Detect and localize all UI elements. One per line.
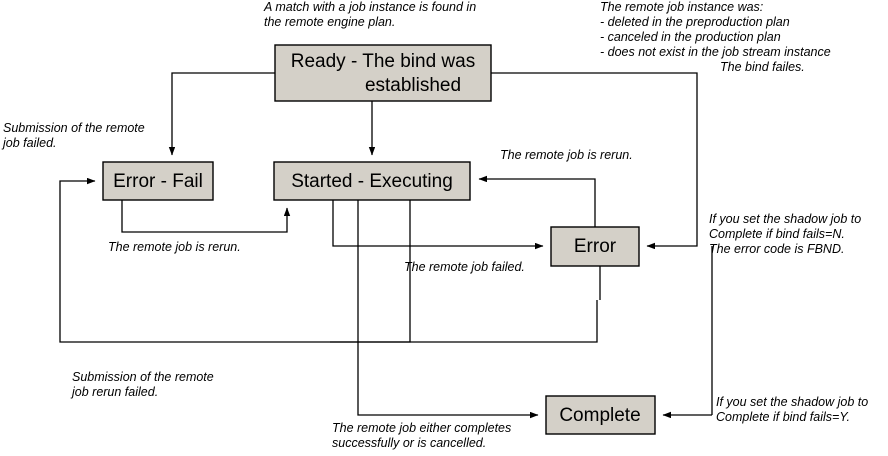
transition-edges (59, 72, 713, 419)
annotation-match-found-line-1: the remote engine plan. (264, 15, 395, 29)
annotation-completes-or-cancelled: The remote job either completes successf… (332, 421, 511, 450)
annotation-remote-job-rerun-top: The remote job is rerun. (500, 148, 633, 162)
state-label-error-fail: Error - Fail (113, 171, 203, 192)
annotation-submission-rerun-failed: Submission of the remote job rerun faile… (70, 370, 214, 399)
annotation-remote-job-rerun-bottom-line-0: The remote job is rerun. (108, 240, 241, 254)
annotation-shadow-job-n-line-2: The error code is FBND. (709, 242, 844, 256)
state-node-complete[interactable]: Complete (545, 395, 656, 435)
annotation-shadow-job-n-line-0: If you set the shadow job to (709, 212, 861, 226)
annotation-bind-fails-line-0: The remote job instance was: (600, 0, 763, 14)
annotation-submission-failed-line-1: job failed. (1, 136, 57, 150)
state-box-error[interactable] (550, 226, 640, 267)
annotation-shadow-job-y-line-0: If you set the shadow job to (716, 395, 868, 409)
state-nodes: Ready - The bind was established Error -… (102, 44, 656, 435)
annotation-remote-job-failed-line-0: The remote job failed. (404, 260, 525, 274)
edge-annotations: A match with a job instance is found in … (1, 0, 868, 450)
annotation-bind-fails: The remote job instance was: - deleted i… (600, 0, 831, 74)
state-label-ready-line1: Ready - The bind was (291, 51, 475, 72)
state-label-complete: Complete (559, 405, 640, 426)
state-box-error-fail[interactable] (102, 161, 214, 201)
annotation-shadow-job-n: If you set the shadow job to Complete if… (709, 212, 861, 256)
annotation-remote-job-failed: The remote job failed. (404, 260, 525, 274)
edge-started-to-error-fail (59, 177, 411, 343)
edge-started-to-complete (357, 200, 539, 419)
annotation-bind-fails-line-4: The bind failes. (720, 60, 805, 74)
edge-ready-to-error-fail (168, 72, 275, 156)
annotation-remote-job-rerun-bottom: The remote job is rerun. (108, 240, 241, 254)
annotation-shadow-job-y: If you set the shadow job to Complete if… (716, 395, 868, 424)
annotation-submission-rerun-failed-line-0: Submission of the remote (72, 370, 214, 384)
annotation-submission-failed: Submission of the remote job failed. (1, 121, 145, 150)
annotation-bind-fails-line-1: - deleted in the preproduction plan (600, 15, 790, 29)
annotation-shadow-job-y-line-1: Complete if bind fails=Y. (716, 410, 850, 424)
edge-error-to-started (478, 175, 596, 227)
state-box-complete[interactable] (545, 395, 656, 435)
annotation-match-found: A match with a job instance is found in … (263, 0, 476, 29)
state-label-error: Error (574, 236, 617, 257)
edge-error-fail-to-started (121, 200, 291, 233)
annotation-bind-fails-line-3: - does not exist in the job stream insta… (600, 45, 831, 59)
state-node-error[interactable]: Error (550, 226, 640, 267)
annotation-completes-or-cancelled-line-0: The remote job either completes (332, 421, 511, 435)
state-box-ready[interactable] (274, 44, 492, 102)
annotation-match-found-line-0: A match with a job instance is found in (263, 0, 476, 14)
annotation-shadow-job-n-line-1: Complete if bind fails=N. (709, 227, 845, 241)
annotation-remote-job-rerun-top-line-0: The remote job is rerun. (500, 148, 633, 162)
annotation-completes-or-cancelled-line-1: successfully or is cancelled. (332, 436, 486, 450)
annotation-submission-rerun-failed-line-1: job rerun failed. (70, 385, 158, 399)
annotation-submission-failed-line-0: Submission of the remote (3, 121, 145, 135)
state-label-started: Started - Executing (291, 171, 453, 192)
edge-started-to-error (332, 200, 544, 250)
annotation-bind-fails-line-2: - canceled in the production plan (600, 30, 781, 44)
state-label-ready-line2: established (365, 75, 461, 96)
state-node-error-fail[interactable]: Error - Fail (102, 161, 214, 201)
state-node-started[interactable]: Started - Executing (273, 161, 471, 201)
edge-ready-to-error (491, 72, 698, 250)
state-node-ready[interactable]: Ready - The bind was established (274, 44, 492, 102)
edge-error-to-complete-tail (330, 300, 598, 343)
state-box-started[interactable] (273, 161, 471, 201)
